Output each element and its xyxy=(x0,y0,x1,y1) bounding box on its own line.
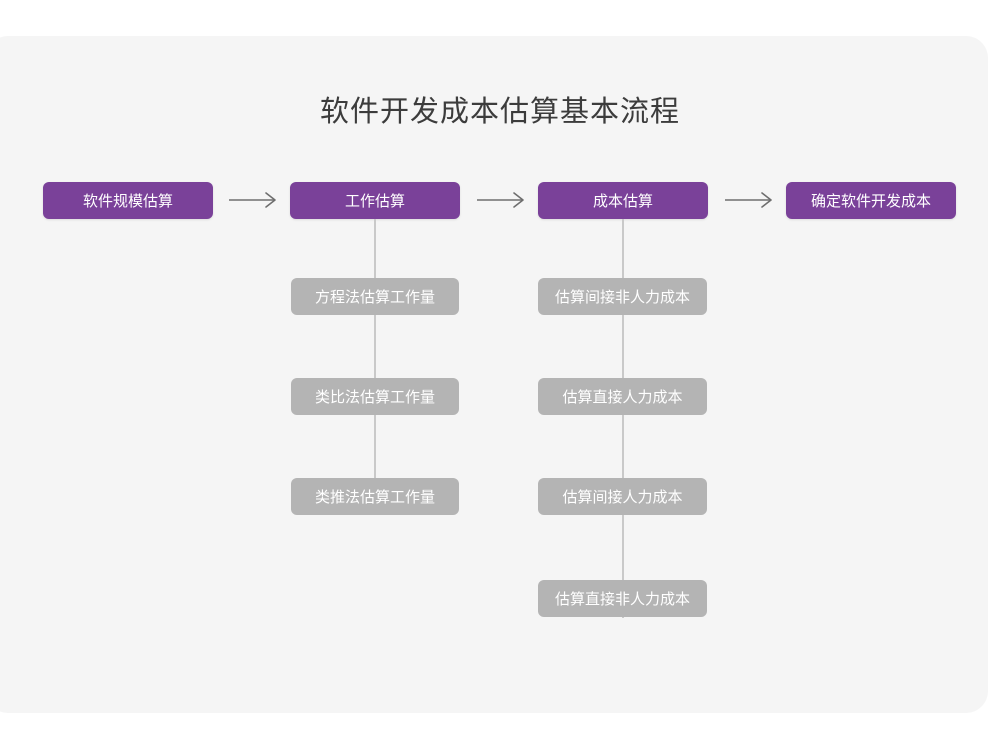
connector-line-branch-2 xyxy=(622,219,624,618)
flow-step-1[interactable]: 软件规模估算 xyxy=(43,182,213,219)
flow-step-2[interactable]: 工作估算 xyxy=(290,182,460,219)
page-title: 软件开发成本估算基本流程 xyxy=(319,96,680,128)
diagram-card xyxy=(0,36,988,713)
branch-2-item-1[interactable]: 估算间接非人力成本 xyxy=(538,278,707,315)
branch-2-item-3[interactable]: 估算间接人力成本 xyxy=(538,478,707,515)
connector-line-branch-1 xyxy=(374,219,376,515)
arrow-right-icon-3 xyxy=(724,190,776,210)
arrow-right-icon-1 xyxy=(228,190,280,210)
flow-step-3[interactable]: 成本估算 xyxy=(538,182,708,219)
branch-2-item-2[interactable]: 估算直接人力成本 xyxy=(538,378,707,415)
branch-1-item-3[interactable]: 类推法估算工作量 xyxy=(291,478,459,515)
branch-2-item-4[interactable]: 估算直接非人力成本 xyxy=(538,580,707,617)
branch-1-item-1[interactable]: 方程法估算工作量 xyxy=(291,278,459,315)
arrow-right-icon-2 xyxy=(476,190,528,210)
branch-1-item-2[interactable]: 类比法估算工作量 xyxy=(291,378,459,415)
flow-step-4[interactable]: 确定软件开发成本 xyxy=(786,182,956,219)
